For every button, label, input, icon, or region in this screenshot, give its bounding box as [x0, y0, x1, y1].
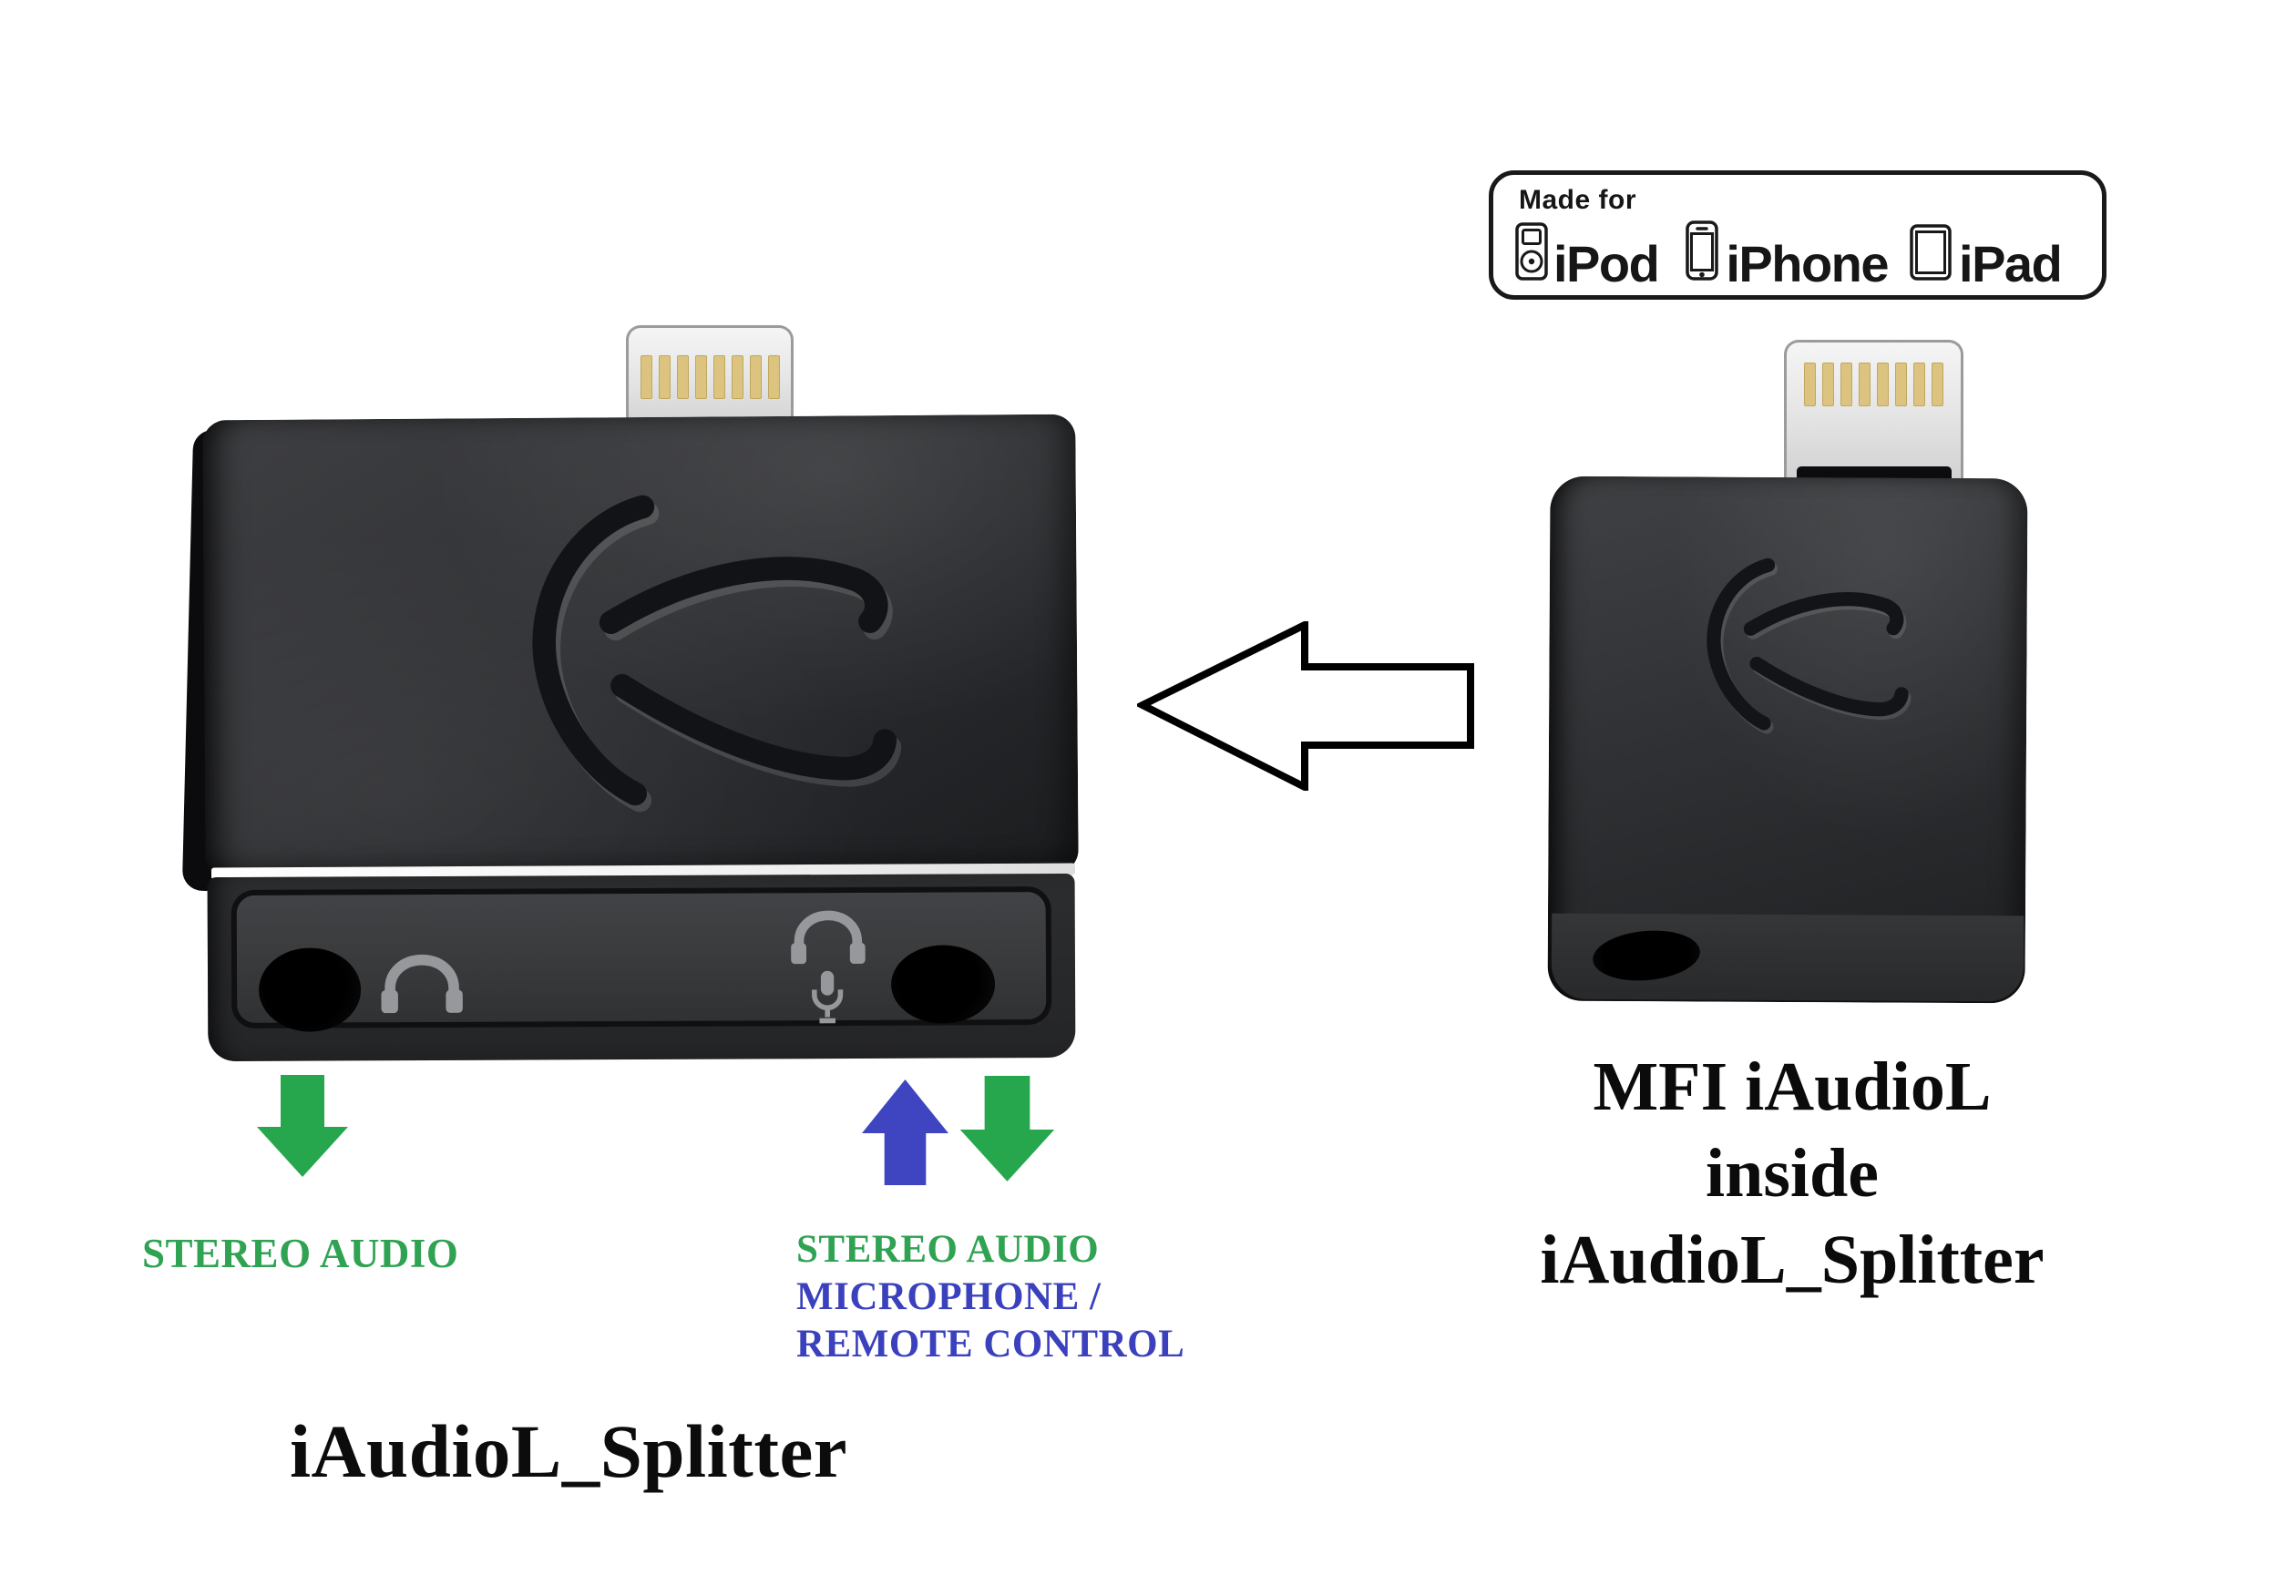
microphone-label: MICROPHONE /: [796, 1275, 1102, 1318]
brand-logo-icon: [532, 495, 902, 813]
iphone-label: iPhone: [1726, 235, 1889, 293]
ipad-icon: [1910, 224, 1952, 285]
brand-logo-icon: [1707, 558, 1912, 734]
lightning-pins: [629, 355, 791, 399]
right-jack-labels: STEREO AUDIO MICROPHONE / REMOTE CONTROL: [796, 1226, 1184, 1368]
lightning-pins: [1787, 363, 1961, 406]
splitter-jack-face: [207, 873, 1076, 1062]
iaudiol-lightning-connector: [1784, 340, 1963, 478]
audio-jack-right: [890, 945, 996, 1024]
microphone-icon: [805, 969, 849, 1030]
splitter-lightning-connector: [626, 325, 794, 428]
mfi-badge: Made for iPod iPhone: [1489, 170, 2106, 300]
down-arrow-green-icon: [257, 1075, 348, 1177]
caption-line: iAudioL_Splitter: [1540, 1222, 2045, 1298]
caption-line: MFI iAudioL: [1593, 1049, 1992, 1125]
mfi-device-row: iPod iPhone iPad: [1515, 220, 2063, 293]
iphone-icon: [1686, 220, 1719, 285]
audio-jack-left: [258, 947, 362, 1032]
jack-face-panel: [231, 886, 1052, 1032]
ipod-label: iPod: [1553, 235, 1660, 293]
remote-control-label: REMOTE CONTROL: [796, 1323, 1185, 1366]
made-for-label: Made for: [1519, 185, 1637, 215]
product-title: iAudioL_Splitter: [290, 1409, 848, 1493]
stereo-audio-label: STEREO AUDIO: [796, 1228, 1100, 1271]
right-device-caption: MFI iAudioL inside iAudioL_Splitter: [1496, 1044, 2088, 1304]
stereo-audio-label: STEREO AUDIO: [142, 1231, 459, 1276]
headphones-icon: [375, 951, 468, 1018]
headphones-icon: [785, 907, 871, 968]
up-arrow-blue-icon: [862, 1079, 948, 1185]
caption-line: inside: [1705, 1135, 1880, 1212]
ipod-icon: [1515, 222, 1548, 285]
down-arrow-green-icon: [959, 1076, 1055, 1182]
left-arrow-icon: [1137, 621, 1474, 791]
ipad-label: iPad: [1959, 235, 2063, 293]
